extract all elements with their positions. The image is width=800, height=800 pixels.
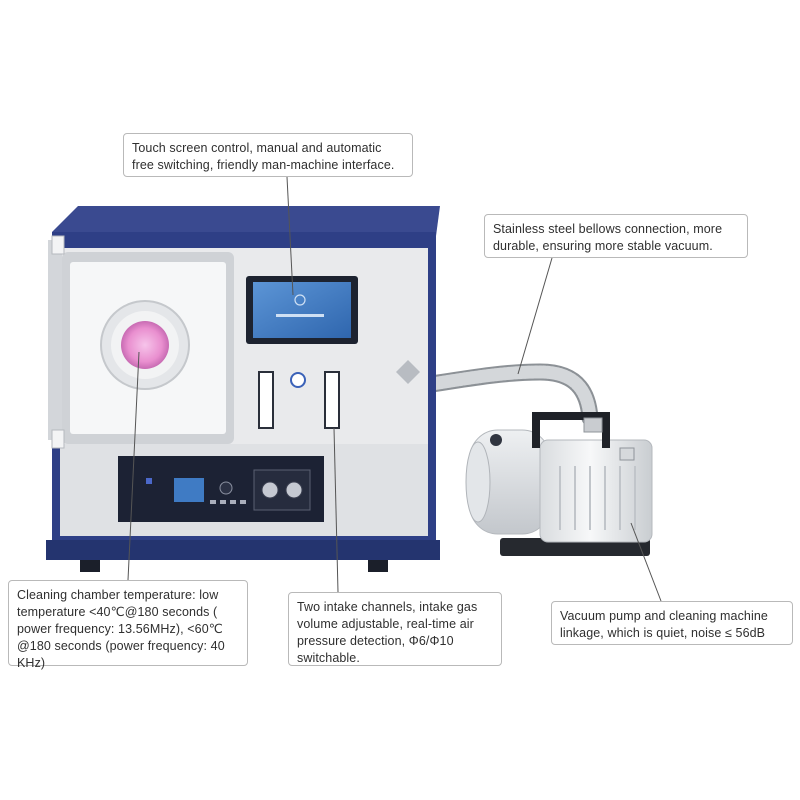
touch-screen xyxy=(246,276,358,344)
control-panel xyxy=(118,456,324,522)
power-knob-icon xyxy=(290,372,306,388)
pump-handle xyxy=(532,412,610,448)
touch-screen-callout: Touch screen control, manual and automat… xyxy=(123,133,413,177)
chamber-door xyxy=(48,235,234,449)
intake-flowmeters xyxy=(258,371,340,429)
intake-channels-callout: Two intake channels, intake gas volume a… xyxy=(288,592,502,666)
bellows-hose xyxy=(423,363,599,427)
chamber-temperature-callout: Cleaning chamber temperature: low temper… xyxy=(8,580,248,670)
plasma-viewport xyxy=(100,300,190,390)
bellows-callout: Stainless steel bellows connection, more… xyxy=(484,214,748,258)
vent-icon xyxy=(396,360,420,384)
vacuum-pump xyxy=(465,412,653,556)
vacuum-pump-callout: Vacuum pump and cleaning machine linkage… xyxy=(551,601,793,645)
callout-leader-lines xyxy=(127,176,662,602)
